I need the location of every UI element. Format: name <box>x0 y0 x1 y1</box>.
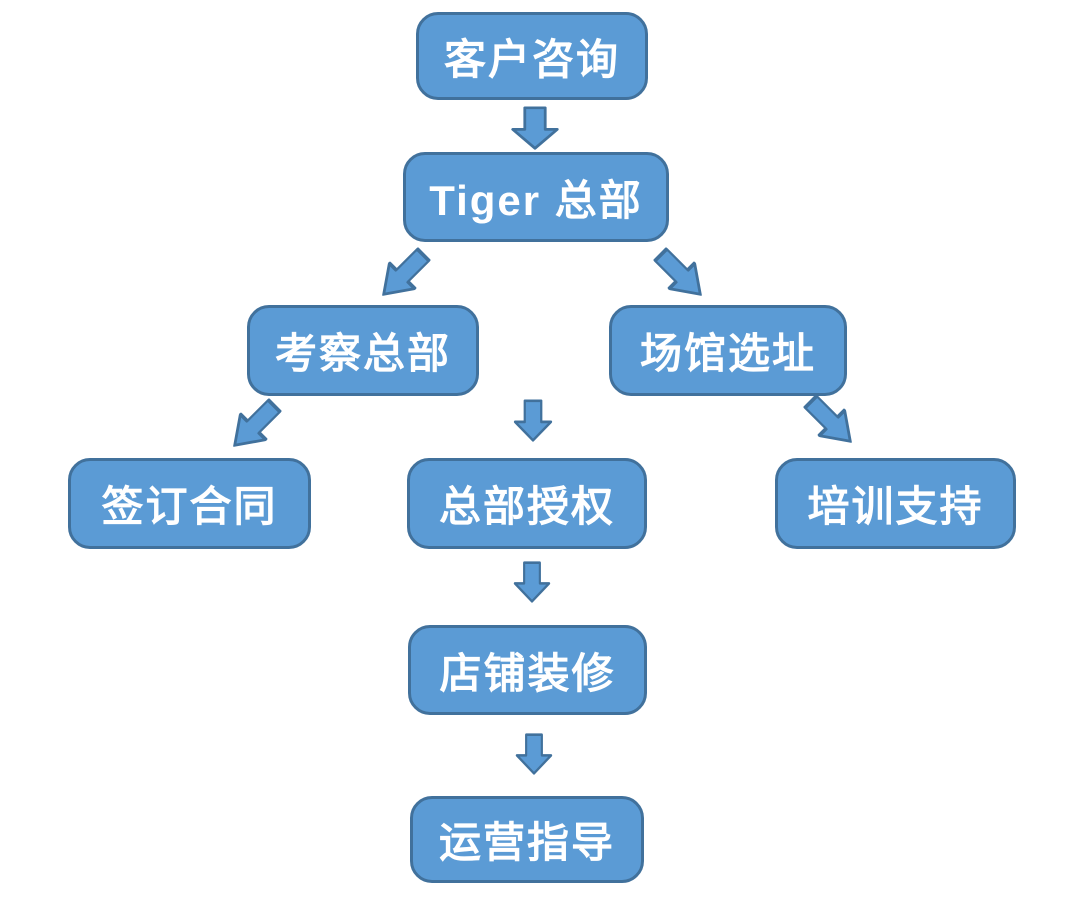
node-tiger-headquarters: Tiger 总部 <box>403 152 669 242</box>
arrow-down-right-icon <box>653 247 702 296</box>
arrow-down-icon <box>513 561 551 603</box>
node-venue-site-selection: 场馆选址 <box>609 305 847 396</box>
node-training-support: 培训支持 <box>775 458 1016 549</box>
node-store-decoration: 店铺装修 <box>408 625 647 715</box>
node-hq-authorization: 总部授权 <box>407 458 647 549</box>
node-visit-headquarters: 考察总部 <box>247 305 479 396</box>
arrow-down-left-icon <box>233 398 282 447</box>
arrow-down-icon <box>515 733 553 775</box>
arrow-down-icon <box>513 399 553 442</box>
arrow-down-left-icon <box>382 247 431 296</box>
node-operation-guidance: 运营指导 <box>410 796 644 883</box>
arrow-down-icon <box>511 106 559 150</box>
arrow-down-right-icon <box>803 394 852 443</box>
node-customer-inquiry: 客户咨询 <box>416 12 648 100</box>
node-sign-contract: 签订合同 <box>68 458 311 549</box>
